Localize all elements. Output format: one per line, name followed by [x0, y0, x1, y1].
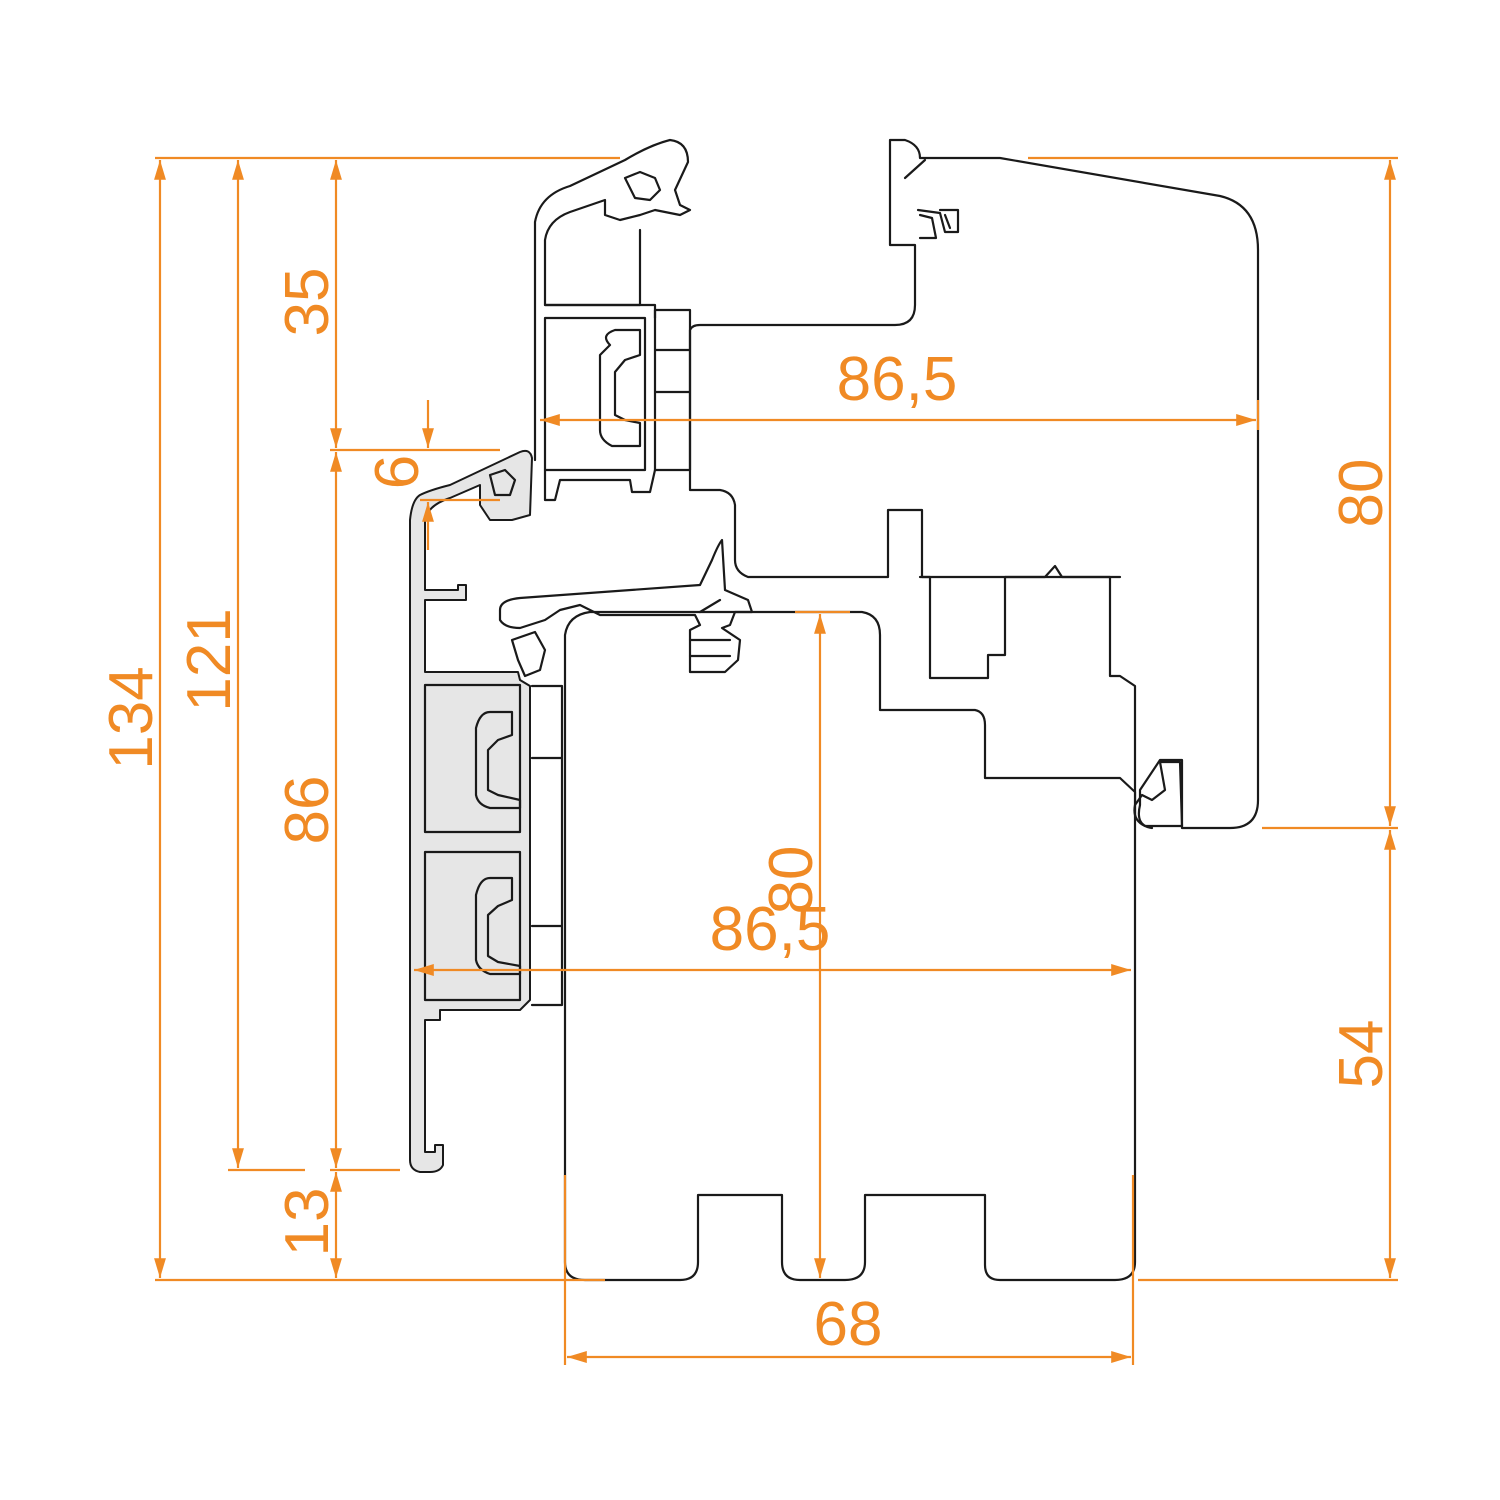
- dim-label-134: 134: [97, 666, 166, 769]
- dim-label-54: 54: [1327, 1020, 1396, 1089]
- dim-label-80-right: 80: [1327, 459, 1396, 528]
- upper-frame-wood: [688, 138, 1260, 830]
- upper-right-clip: [903, 158, 960, 234]
- cladding-clip-1: [474, 710, 522, 810]
- dim-label-13: 13: [273, 1188, 342, 1257]
- right-gasket: [1133, 760, 1184, 828]
- profile-outlines: [409, 138, 1260, 1282]
- upper-alu-cap: [533, 138, 692, 462]
- sash-wood[interactable]: [563, 610, 1137, 1282]
- dim-label-86-5-top: 86,5: [837, 345, 958, 414]
- seal-profile: [498, 538, 754, 674]
- glazing-bead: [530, 684, 564, 1007]
- sash-corner-gasket: [510, 630, 547, 678]
- dimension-labels: 134 121 35 6 86 13 86,5 86,5 80 80 54 68: [97, 268, 1396, 1359]
- dim-label-86: 86: [273, 776, 342, 845]
- upper-sealing-strip: [653, 308, 692, 472]
- upper-right-gasket: [918, 213, 952, 240]
- dimension-lines: [154, 156, 1398, 1365]
- upper-alu-foot: [543, 468, 657, 502]
- cladding-chamber-1: [423, 683, 522, 834]
- cladding-gasket-top: [488, 468, 517, 497]
- dim-label-6: 6: [363, 455, 432, 489]
- dim-label-35: 35: [273, 268, 342, 337]
- seal-fin: [688, 598, 732, 658]
- upper-alu-clip: [598, 328, 642, 448]
- upper-gasket-small: [623, 170, 662, 202]
- dim-label-121: 121: [175, 608, 244, 711]
- dim-label-80-center: 80: [757, 846, 826, 915]
- dim-label-86-5-mid: 86,5: [710, 895, 831, 964]
- dim-label-68: 68: [814, 1290, 883, 1359]
- outer-alu-cladding[interactable]: [409, 449, 533, 1173]
- cladding-chamber-2: [423, 850, 522, 1002]
